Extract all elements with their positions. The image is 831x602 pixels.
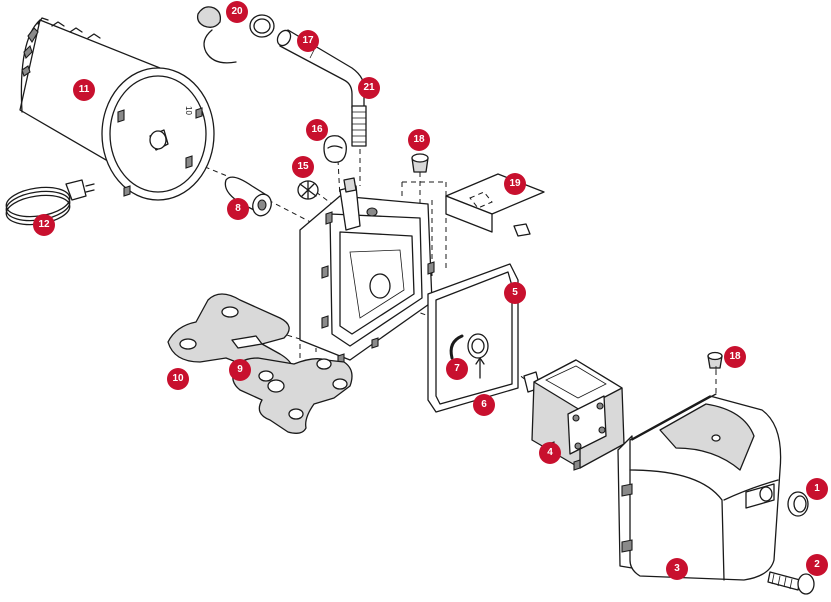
motor-end-marking: 10: [184, 106, 193, 115]
callout-3: 3: [666, 558, 688, 580]
callout-11: 11: [73, 79, 95, 101]
callout-6: 6: [473, 394, 495, 416]
part-7-o-ring: [449, 334, 464, 360]
part-3-cover: [617, 393, 782, 581]
callout-12: 12: [33, 214, 55, 236]
callout-17: 17: [297, 30, 319, 52]
callout-21: 21: [358, 77, 380, 99]
callout-18-upper: 18: [408, 129, 430, 151]
callout-15: 15: [292, 156, 314, 178]
callout-5: 5: [504, 282, 526, 304]
part-10-base: [167, 293, 294, 379]
callout-2: 2: [806, 554, 828, 576]
callout-18-lower: 18: [724, 346, 746, 368]
callout-7: 7: [446, 358, 468, 380]
callout-8: 8: [227, 198, 249, 220]
pump-housing: [299, 177, 435, 365]
part-9-bracket: [232, 357, 353, 434]
part-16-cap-nut: [323, 135, 347, 163]
part-11-motor: 10: [19, 17, 215, 201]
callout-1: 1: [806, 478, 828, 500]
part-2-screw: [767, 571, 815, 595]
callout-20: 20: [226, 1, 248, 23]
part-20-cap-and-strap: [196, 6, 275, 64]
callout-16: 16: [306, 119, 328, 141]
part-8-coupler: [224, 176, 272, 217]
callout-9: 9: [229, 359, 251, 381]
callout-10: 10: [167, 368, 189, 390]
callout-4: 4: [539, 442, 561, 464]
part-15-fitting: [297, 180, 319, 200]
part-6-valve: [467, 333, 489, 379]
part-18-plug-lower: [707, 351, 723, 369]
callout-19: 19: [504, 173, 526, 195]
part-19-screen: [445, 173, 545, 237]
part-18-plug-upper: [411, 153, 429, 173]
part-1-bushing: [787, 491, 809, 517]
